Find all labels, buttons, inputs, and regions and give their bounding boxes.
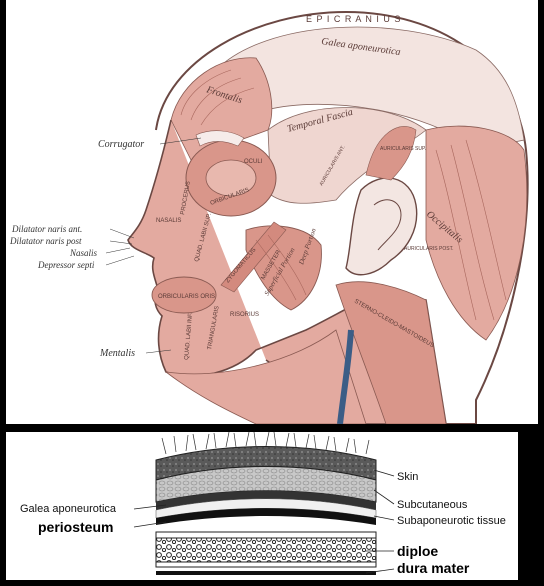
outer-table <box>155 531 377 539</box>
fibre-lines <box>180 69 507 321</box>
label-dilatator-ant: Dilatator naris ant. <box>11 224 82 234</box>
scalp-layers-diagram: Skin Subcutaneous Subaponeurotic tissue … <box>6 432 518 580</box>
label-quad-labii-inf: QUAD. LABII INF. <box>184 312 194 360</box>
label-auricularis-sup: AURICULARIS SUP. <box>380 146 426 152</box>
leader-galea <box>133 504 167 510</box>
occipitalis-muscle <box>425 125 528 341</box>
leader-periosteum <box>133 521 167 528</box>
label-dura-mater: dura mater <box>397 560 470 576</box>
hair-strands <box>161 432 370 455</box>
label-corrugator: Corrugator <box>98 139 144 150</box>
label-mentalis: Mentalis <box>99 348 135 359</box>
ear <box>345 177 418 276</box>
corrugator-muscle <box>195 130 245 147</box>
label-periosteum: periosteum <box>38 519 113 535</box>
label-epicranius: E P I C R A N I U S <box>306 14 401 24</box>
scalp-layers-drawing: Skin Subcutaneous Subaponeurotic tissue … <box>20 432 506 576</box>
label-subaponeurotic: Subaponeurotic tissue <box>397 515 506 527</box>
label-auricularis-post: AURICULARIS POST. <box>404 246 453 252</box>
jugular-vein <box>337 329 354 424</box>
leader-mentalis <box>145 349 172 354</box>
diploe-layer <box>155 537 377 563</box>
leader-dilatator-ant <box>109 228 135 239</box>
label-nasalis: Nasalis <box>69 248 98 258</box>
label-dilatator-post: Dilatator naris post <box>9 236 82 246</box>
label-galea-aponeurotica: Galea aponeurotica <box>20 503 117 515</box>
orbicularis-oris <box>151 276 217 314</box>
head-muscles-drawing: E P I C R A N I U S Galea aponeurotica F… <box>9 10 529 424</box>
zygomaticus-muscle <box>220 221 287 293</box>
label-subcutaneous: Subcutaneous <box>397 499 468 511</box>
leader-subaponeurotic <box>373 515 395 521</box>
inner-table <box>155 561 377 568</box>
sternocleidomastoid <box>335 281 447 424</box>
galea-region <box>215 26 525 151</box>
label-depressor-septi: Depressor septi <box>37 260 95 270</box>
leader-skin <box>373 469 395 477</box>
leader-nasalis <box>105 247 131 254</box>
leader-dilatator-post <box>109 240 133 245</box>
leader-depressor <box>105 255 135 266</box>
eye-region <box>205 159 257 197</box>
label-diploe: diploe <box>397 543 438 559</box>
label-procerus: PROCERUS <box>180 181 192 216</box>
label-oculi: OCULI <box>244 159 263 165</box>
leader-subcutaneous <box>373 489 395 505</box>
label-skin: Skin <box>397 471 418 483</box>
label-risorius: RISORIUS <box>230 312 259 318</box>
galea-layer <box>156 490 376 510</box>
head-muscles-illustration: E P I C R A N I U S Galea aponeurotica F… <box>6 0 538 424</box>
ear-inner <box>373 199 402 251</box>
dura-mater-layer <box>156 571 376 575</box>
auricularis-sup <box>365 126 417 181</box>
label-nasalis-small: NASALIS <box>156 218 181 224</box>
neck-region <box>164 329 367 424</box>
label-orbicularis-oris: ORBICULARIS ORIS <box>158 294 215 300</box>
leader-corrugator <box>159 137 202 145</box>
periosteum-layer <box>156 508 376 525</box>
leader-dura <box>365 568 395 574</box>
